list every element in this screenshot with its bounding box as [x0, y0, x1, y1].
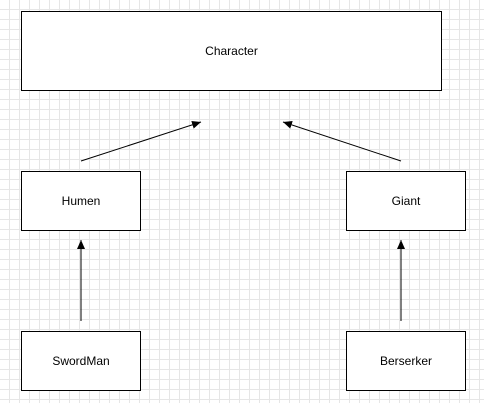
node-label-humen: Humen	[61, 194, 101, 208]
node-berserker[interactable]: Berserker	[346, 331, 466, 391]
edge-giant-to-character[interactable]	[282, 121, 402, 162]
node-label-giant: Giant	[391, 194, 421, 208]
node-giant[interactable]: Giant	[346, 171, 466, 231]
edge-humen-to-character[interactable]	[80, 120, 202, 162]
node-swordman[interactable]: SwordMan	[21, 331, 141, 391]
node-label-berserker: Berserker	[379, 354, 432, 368]
node-label-character: Character	[205, 44, 258, 58]
node-label-swordman: SwordMan	[52, 354, 110, 368]
node-humen[interactable]: Humen	[21, 171, 141, 231]
node-character[interactable]: Character	[21, 11, 442, 91]
